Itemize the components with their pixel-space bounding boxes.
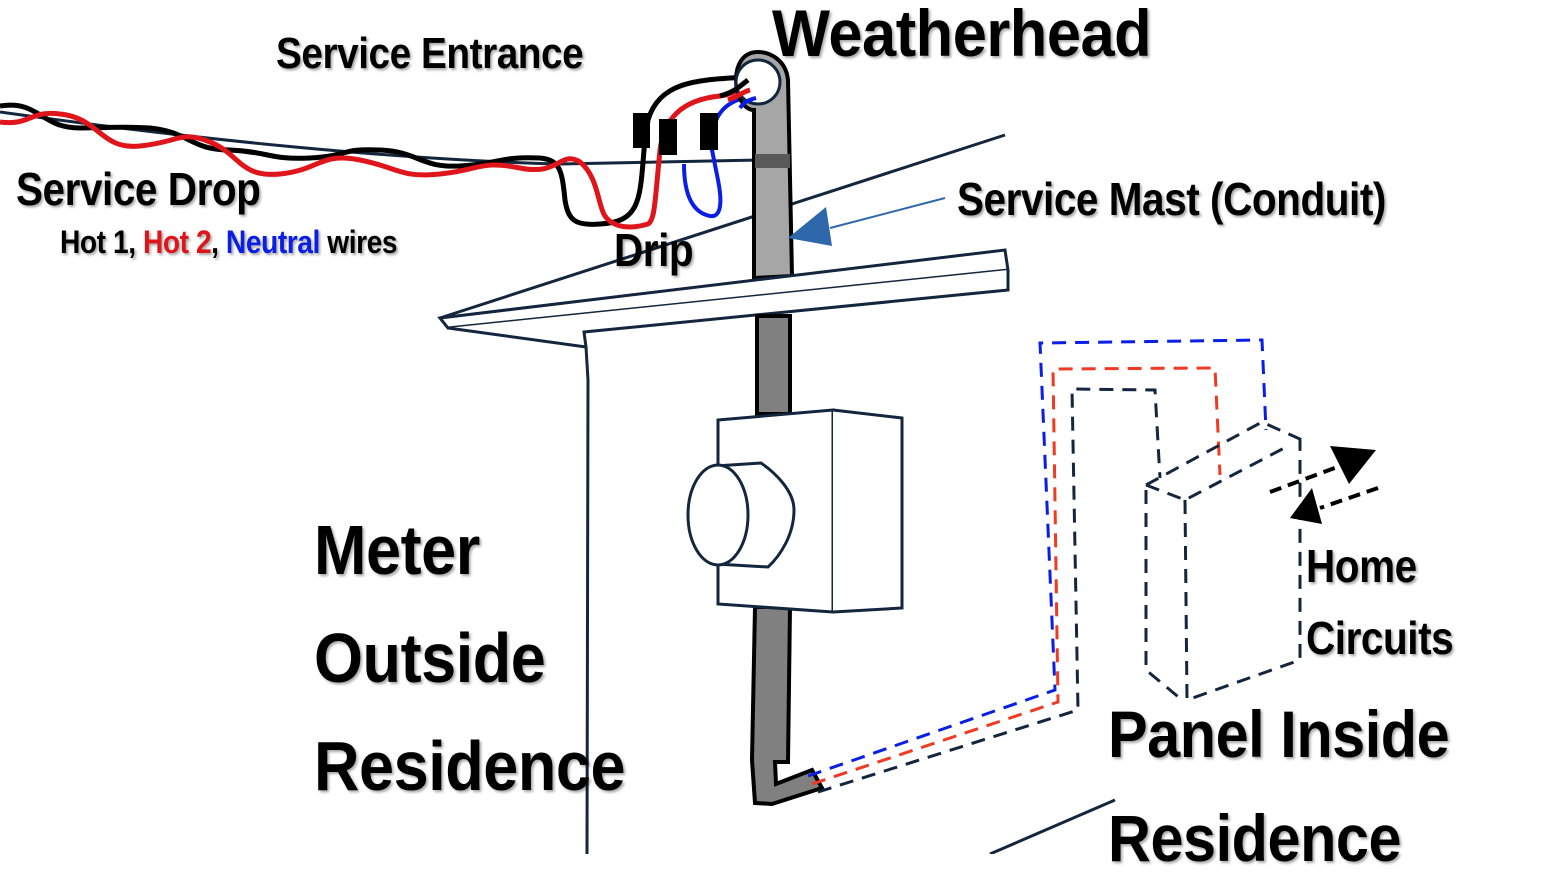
mast-strap [755,154,790,168]
panel-label-line: Panel Inside [1108,697,1450,771]
panel-box-top-front [1145,443,1291,502]
weatherhead-label: Weatherhead [772,0,1152,70]
home-circuits-line: Home [1306,540,1417,592]
home-circuits-label: Home Circuits [1306,530,1454,674]
neutral-entry [738,96,757,110]
panel-box-top-back [1145,420,1303,487]
hot1-wire [0,74,747,227]
legend-suffix: wires [319,224,398,260]
mast-pointer-line [829,197,946,229]
hot1-entry [719,78,750,99]
panel-box [1144,420,1303,703]
hot2-entry [727,87,751,103]
legend-separator: , [211,224,226,260]
house-foundation-line [989,798,1116,854]
feeder-wires [807,338,1268,794]
meter-label-line: Meter [314,511,480,589]
insulator-2 [659,119,677,155]
roof-soffit [447,270,1010,349]
hot2-legend: Hot 2 [142,224,212,260]
home-circuits-arrows [1269,446,1379,524]
legend-separator: , [128,224,143,260]
meter-dial-face [686,463,750,567]
hot2-wire [0,83,748,230]
service-mast-label: Service Mast (Conduit) [957,173,1386,225]
service-mast-lower [755,314,792,416]
feeder-neutral [807,338,1268,778]
diagram-canvas [0,49,1379,854]
incoming-circuit-line [1319,486,1379,510]
hot1-legend: Hot 1 [60,224,129,260]
drip-loop-label: Drip [614,224,694,276]
panel-box-left [1144,490,1183,702]
neutral-legend: Neutral [225,224,320,260]
meter-label-line: Residence [314,727,626,805]
panel-inside-label: Panel Inside Residence [1108,682,1450,890]
panel-label-line: Residence [1108,801,1402,875]
incoming-arrowhead [1290,488,1322,524]
panel-box-front [1183,440,1302,703]
meter-label-line: Outside [314,619,546,697]
service-drop-label: Service Drop [16,163,261,215]
outgoing-circuit-line [1269,464,1341,494]
neutral-wire [682,94,753,219]
meter-outside-label: Meter Outside Residence [314,496,626,820]
insulator-1 [633,113,650,148]
service-entrance-label: Service Entrance [276,29,584,78]
insulator-3 [700,113,718,150]
meter-box-side [832,408,904,614]
service-mast-below-meter [749,605,825,807]
outgoing-arrowhead [1330,446,1376,484]
feeder-hot2 [811,366,1222,786]
house-wall [584,346,590,854]
roof-slope-line [439,133,1006,320]
mast-pointer-arrowhead [788,207,832,246]
home-circuits-line: Circuits [1306,612,1454,664]
wire-legend: Hot 1, Hot 2, Neutral wires [60,224,398,260]
